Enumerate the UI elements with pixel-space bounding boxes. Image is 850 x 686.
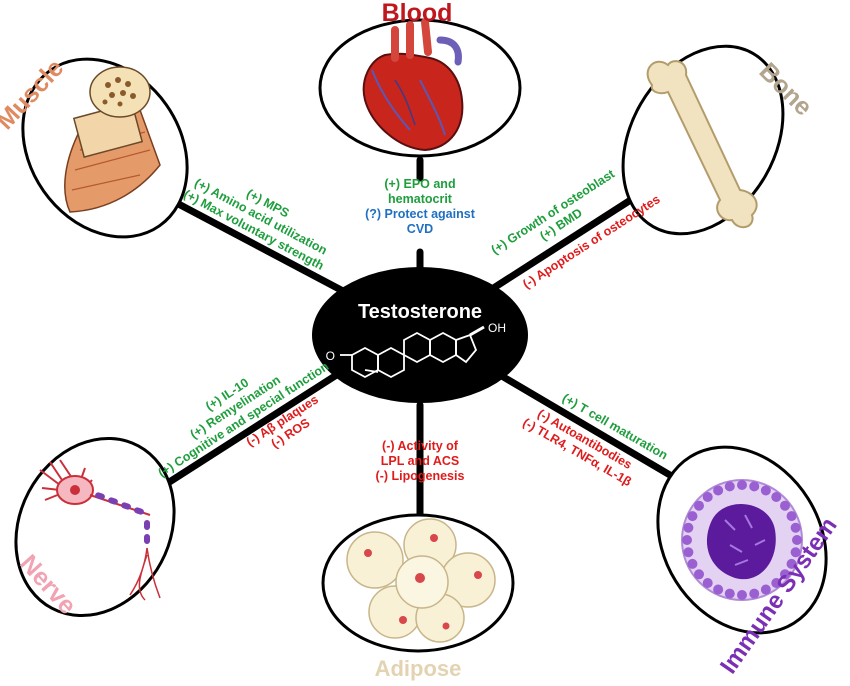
- effect-line: LPL and ACS: [381, 454, 459, 468]
- organ-label-adipose: Adipose: [375, 656, 462, 681]
- immune-spike: [702, 578, 713, 589]
- adipose-icon: [346, 518, 496, 643]
- heart-icon: [362, 18, 464, 152]
- effect-line: hematocrit: [388, 192, 453, 206]
- effect-line: (-) Activity of: [382, 439, 459, 453]
- immune-spike: [683, 522, 694, 533]
- immune-spike: [792, 535, 802, 545]
- immune-spike: [771, 578, 782, 589]
- immune-spike: [702, 491, 713, 502]
- immune-spike: [693, 500, 704, 511]
- effect-line: (-) Apoptosis of osteocytes: [520, 192, 662, 291]
- immune-spike: [713, 485, 724, 496]
- nerve-frame: [14, 436, 176, 618]
- immune-cell-icon: [681, 479, 803, 601]
- immune-spike: [786, 558, 797, 569]
- immune-spike: [749, 588, 760, 599]
- immune-spike: [737, 590, 747, 600]
- spokes: [148, 156, 696, 524]
- effects-blood: (+) EPO and hematocrit (?) Protect again…: [365, 177, 476, 236]
- effect-line: (?) Protect against: [365, 207, 476, 221]
- immune-spike: [737, 480, 747, 490]
- steroid-structure-icon: [340, 325, 485, 379]
- immune-spike: [760, 485, 771, 496]
- spoke-muscle: [148, 186, 364, 304]
- immune-spike: [749, 481, 760, 492]
- bone-icon: [646, 60, 758, 229]
- spoke-immune: [474, 358, 696, 492]
- hydroxyl-label: OH: [488, 321, 506, 335]
- oxygen-label: O: [326, 349, 335, 363]
- muscle-icon: [64, 66, 161, 213]
- hub-title: Testosterone: [358, 301, 482, 323]
- immune-spike: [790, 547, 801, 558]
- immune-spike: [713, 584, 724, 595]
- immune-spike: [683, 547, 694, 558]
- spoke-bone: [474, 181, 658, 302]
- immune-spike: [687, 558, 698, 569]
- immune-spike: [682, 535, 692, 545]
- immune-spike: [693, 569, 704, 580]
- immune-spike: [780, 500, 791, 511]
- immune-spike: [724, 481, 735, 492]
- immune-spike: [790, 522, 801, 533]
- immune-spike: [780, 569, 791, 580]
- immune-spike: [760, 584, 771, 595]
- effect-line: (-) Lipogenesis: [376, 469, 465, 483]
- effects-adipose: (-) Activity of LPL and ACS (-) Lipogene…: [376, 439, 465, 483]
- immune-spike: [771, 491, 782, 502]
- spoke-nerve: [156, 356, 364, 492]
- effect-line: (+) EPO and: [384, 177, 455, 191]
- immune-spike: [786, 511, 797, 522]
- testosterone-hub: Testosterone O OH: [312, 267, 528, 403]
- effect-line: CVD: [407, 222, 433, 236]
- immune-spike: [687, 511, 698, 522]
- organ-label-blood: Blood: [382, 0, 453, 27]
- immune-spike: [724, 588, 735, 599]
- nerve-icon: [39, 459, 161, 601]
